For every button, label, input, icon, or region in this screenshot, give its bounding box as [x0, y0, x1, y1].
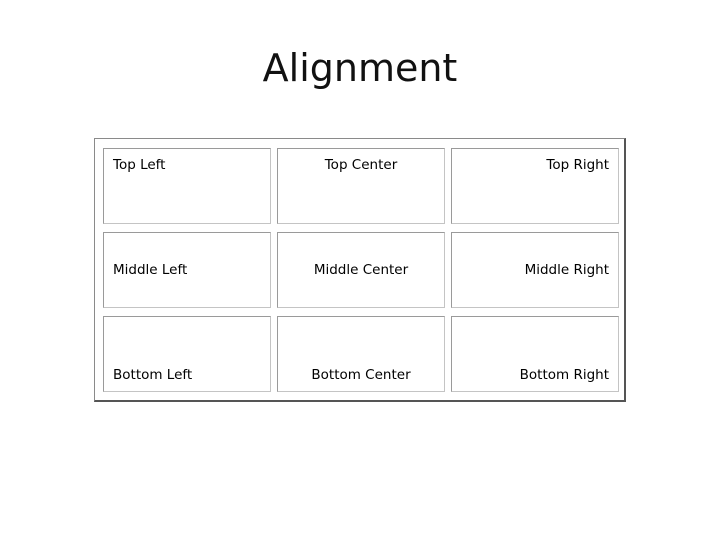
cell-middle-right: Middle Right — [451, 232, 619, 308]
cell-label: Middle Right — [524, 262, 609, 278]
cell-label: Middle Center — [313, 262, 409, 278]
cell-top-left: Top Left — [103, 148, 271, 224]
cell-middle-left: Middle Left — [103, 232, 271, 308]
cell-bottom-center: Bottom Center — [277, 316, 445, 392]
cell-label: Top Left — [113, 157, 166, 173]
slide-title: Alignment — [262, 46, 458, 90]
cell-label: Middle Left — [113, 262, 188, 278]
cell-top-right: Top Right — [451, 148, 619, 224]
cell-bottom-right: Bottom Right — [451, 316, 619, 392]
cell-label: Bottom Left — [113, 367, 193, 383]
cell-bottom-left: Bottom Left — [103, 316, 271, 392]
cell-label: Bottom Center — [311, 367, 411, 383]
cell-label: Top Center — [324, 157, 398, 173]
cell-middle-center: Middle Center — [277, 232, 445, 308]
cell-label: Bottom Right — [519, 367, 609, 383]
cell-top-center: Top Center — [277, 148, 445, 224]
cell-label: Top Right — [546, 157, 609, 173]
alignment-grid: Top Left Top Center Top Right Middle Lef… — [94, 138, 626, 402]
